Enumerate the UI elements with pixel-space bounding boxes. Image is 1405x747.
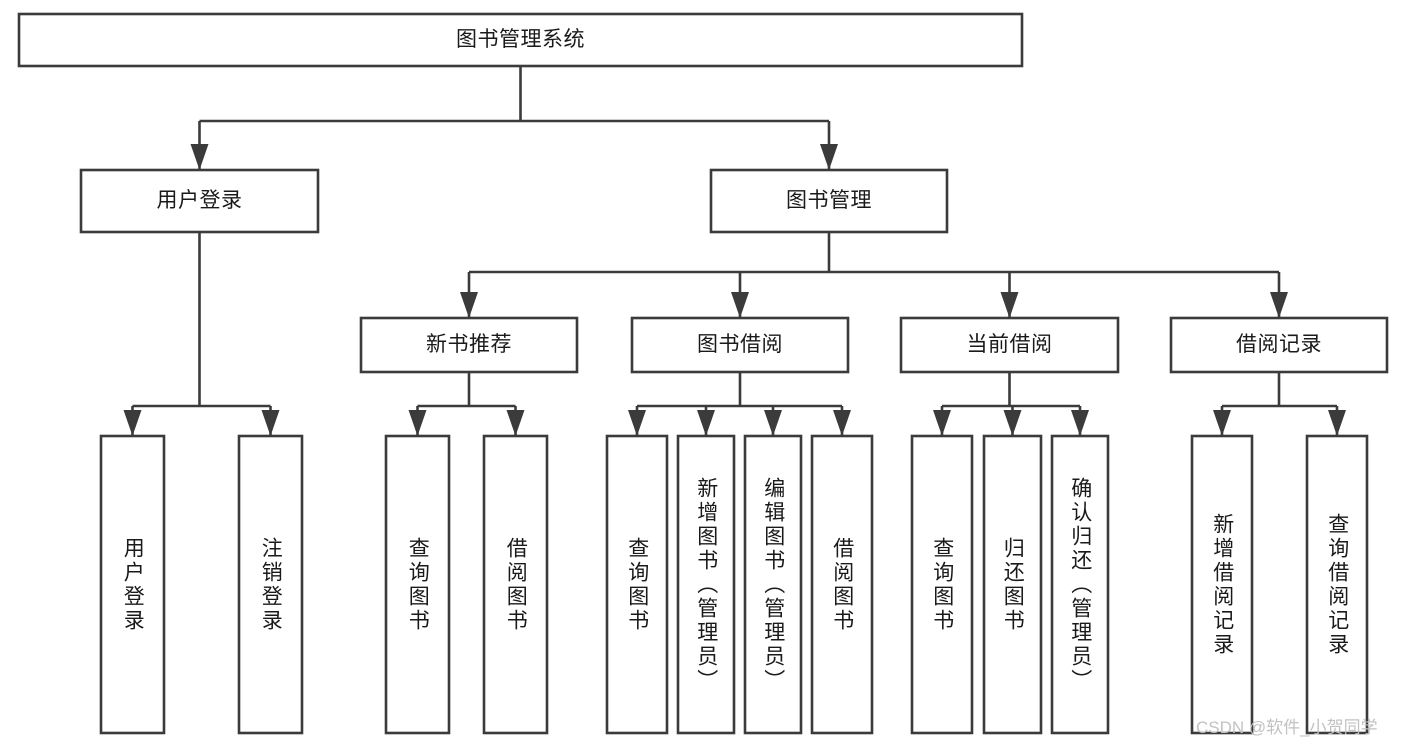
node-box-leaf-query-book-bor <box>605 434 669 735</box>
node-box-leaf-add-record <box>1190 434 1254 735</box>
node-box-leaf-borrow-book-bor <box>810 434 874 735</box>
arrow-head-icon-leaf-query-book-cur <box>933 410 951 436</box>
node-box-leaf-user-login <box>99 434 166 735</box>
node-box-leaf-query-book-rec <box>384 434 451 735</box>
arrow-head-icon-leaf-add-record <box>1213 410 1231 436</box>
node-box-current-borrow <box>899 316 1120 374</box>
arrow-head-icon-leaf-confirm-return <box>1071 410 1089 436</box>
node-box-user-login <box>79 168 320 234</box>
arrow-head-icon-book-manage <box>820 144 838 170</box>
arrow-head-icon-leaf-edit-book <box>764 410 782 436</box>
arrow-head-icon-leaf-query-book-rec <box>408 410 427 436</box>
arrow-head-icon-new-book-recommend <box>460 292 478 318</box>
arrow-head-icon-leaf-borrow-book-rec <box>506 410 525 436</box>
arrow-head-icon-current-borrow <box>1000 292 1019 318</box>
connector-layer <box>123 66 1346 436</box>
node-box-borrow-record <box>1169 316 1389 374</box>
node-box-leaf-logout <box>237 434 304 735</box>
node-box-leaf-query-record <box>1305 434 1369 735</box>
node-box-leaf-return-book <box>982 434 1043 735</box>
node-box-root <box>17 12 1024 68</box>
arrow-head-icon-user-login <box>190 144 209 170</box>
watermark-text: CSDN @软件_小贺同学 <box>1196 718 1378 737</box>
node-box-new-book-recommend <box>359 316 579 374</box>
node-box-layer <box>17 12 1389 735</box>
node-box-book-manage <box>709 168 949 234</box>
node-box-leaf-borrow-book-rec <box>482 434 549 735</box>
arrow-head-icon-leaf-borrow-book-bor <box>833 410 851 436</box>
arrow-head-icon-leaf-query-record <box>1328 410 1346 436</box>
arrow-head-icon-leaf-logout <box>261 410 280 436</box>
node-box-leaf-edit-book <box>743 434 803 735</box>
arrow-head-icon-leaf-user-login <box>123 410 142 436</box>
node-box-leaf-query-book-cur <box>910 434 974 735</box>
node-box-book-borrow <box>630 316 850 374</box>
arrow-head-icon-borrow-record <box>1270 292 1288 318</box>
node-box-leaf-add-book <box>676 434 736 735</box>
node-box-leaf-confirm-return <box>1050 434 1110 735</box>
arrow-head-icon-leaf-return-book <box>1003 410 1022 436</box>
arrow-head-icon-leaf-query-book-bor <box>628 410 646 436</box>
arrow-head-icon-book-borrow <box>731 292 749 318</box>
arrow-head-icon-leaf-add-book <box>697 410 715 436</box>
